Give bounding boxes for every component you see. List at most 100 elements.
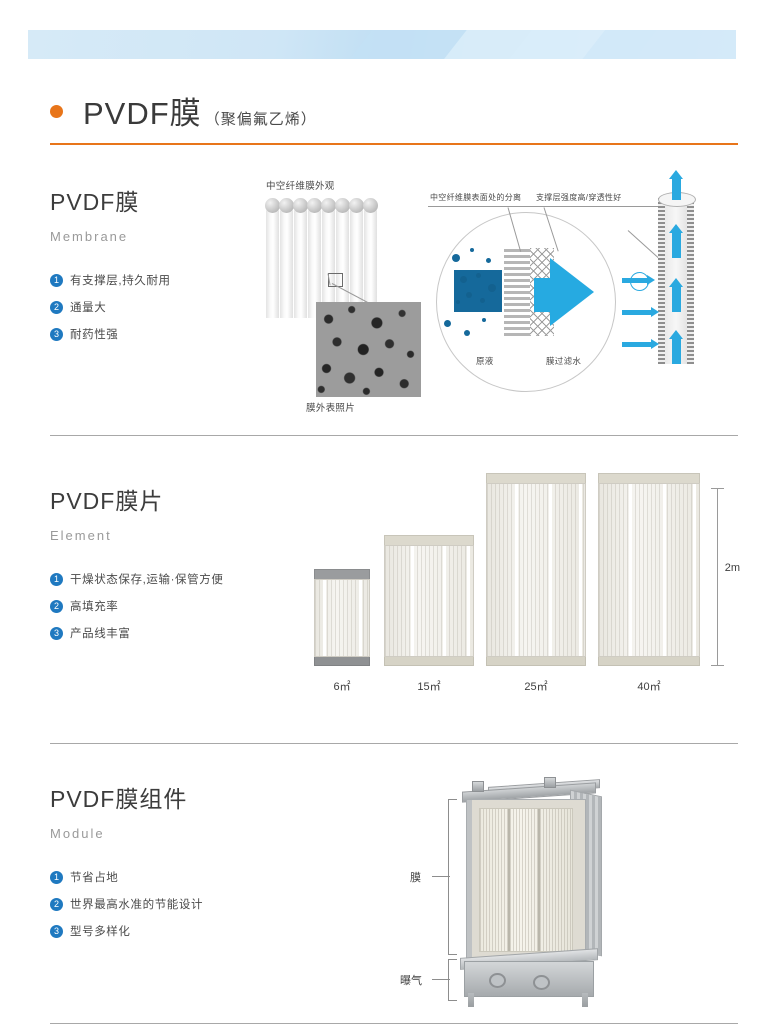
flow-arrow-tail bbox=[534, 278, 554, 312]
section-element-subtitle: Element bbox=[50, 528, 112, 543]
inward-flow-arrow-icon bbox=[622, 307, 659, 317]
title-underline bbox=[50, 143, 738, 145]
feature-item: 1 有支撑层,持久耐用 bbox=[50, 272, 300, 288]
membrane-figure: 中空纤维膜外观 膜外表照片 原液 膜过滤水 中空纤维膜表面处的分离 支撑层强度高… bbox=[258, 170, 758, 420]
element-15m2: 15㎡ bbox=[384, 535, 474, 693]
module-figure: 膜 曝气 bbox=[400, 775, 710, 1020]
separation-circle-diagram bbox=[436, 212, 616, 392]
element-label: 40㎡ bbox=[637, 681, 661, 693]
module-frame bbox=[466, 799, 586, 961]
module-leg bbox=[468, 993, 474, 1007]
feature-item: 3 型号多样化 bbox=[50, 923, 300, 939]
particle-dot bbox=[486, 258, 491, 263]
element-body bbox=[486, 483, 586, 657]
element-label: 6㎡ bbox=[333, 681, 351, 693]
feature-item: 1 干燥状态保存,运输·保管方便 bbox=[50, 571, 300, 587]
feature-label: 型号多样化 bbox=[70, 926, 131, 938]
module-label-aeration: 曝气 bbox=[400, 975, 422, 987]
caption-sem-photo: 膜外表照片 bbox=[306, 403, 356, 414]
feature-badge: 2 bbox=[50, 897, 63, 911]
caption-separation: 中空纤维膜表面处的分离 bbox=[430, 193, 522, 202]
feature-badge: 3 bbox=[50, 924, 63, 938]
feature-badge: 2 bbox=[50, 599, 63, 613]
feature-item: 2 高填充率 bbox=[50, 598, 300, 614]
module-handle bbox=[533, 975, 550, 990]
feature-item: 1 节省占地 bbox=[50, 869, 300, 885]
element-body bbox=[384, 545, 474, 657]
feature-label: 节省占地 bbox=[70, 872, 119, 884]
module-nozzle bbox=[544, 777, 556, 788]
hollow-fiber-bundle-image bbox=[265, 198, 386, 318]
section-element-text: PVDF膜片 Element 1 干燥状态保存,运输·保管方便 2 高填充率 3… bbox=[50, 482, 300, 652]
membrane-bracket-tick bbox=[432, 876, 450, 877]
top-banner bbox=[28, 30, 736, 59]
particle-dot bbox=[482, 318, 486, 322]
feature-item: 3 产品线丰富 bbox=[50, 625, 300, 641]
element-label: 15㎡ bbox=[417, 681, 441, 693]
section-element-title: PVDF膜片 bbox=[50, 488, 164, 514]
feature-badge: 1 bbox=[50, 572, 63, 586]
feature-item: 3 耐药性强 bbox=[50, 326, 300, 342]
feature-label: 干燥状态保存,运输·保管方便 bbox=[70, 574, 224, 586]
element-label: 25㎡ bbox=[524, 681, 548, 693]
feature-badge: 1 bbox=[50, 870, 63, 884]
feature-item: 2 通量大 bbox=[50, 299, 300, 315]
inward-flow-arrow-icon bbox=[622, 339, 659, 349]
section-module-text: PVDF膜组件 Module 1 节省占地 2 世界最高水准的节能设计 3 型号… bbox=[50, 780, 300, 950]
feature-label: 世界最高水准的节能设计 bbox=[70, 899, 204, 911]
fiber-tube-cutaway bbox=[658, 170, 696, 368]
orange-bullet-icon bbox=[50, 105, 63, 118]
element-body bbox=[598, 483, 700, 657]
caption-fiber-appearance: 中空纤维膜外观 bbox=[266, 181, 335, 192]
element-6m2: 6㎡ bbox=[314, 569, 370, 693]
module-membrane-panels bbox=[479, 808, 573, 952]
module-leg bbox=[582, 993, 588, 1007]
module-handle bbox=[489, 973, 506, 988]
feature-label: 高填充率 bbox=[70, 601, 119, 613]
section-divider-1 bbox=[50, 435, 738, 436]
element-foot bbox=[598, 656, 700, 666]
feature-label: 耐药性强 bbox=[70, 329, 119, 341]
feature-badge: 3 bbox=[50, 327, 63, 341]
particle-dot bbox=[452, 254, 460, 262]
element-25m2: 25㎡ bbox=[486, 473, 586, 693]
page-title: PVDF膜 （聚偏氟乙烯） bbox=[50, 88, 317, 133]
up-flow-arrow-icon bbox=[669, 170, 683, 200]
caption-raw-liquid: 原液 bbox=[476, 356, 494, 366]
particle-dot bbox=[464, 330, 470, 336]
tube-wall-right bbox=[687, 198, 694, 364]
feature-label: 通量大 bbox=[70, 302, 107, 314]
caption-underline bbox=[534, 206, 670, 207]
aeration-bracket bbox=[448, 959, 457, 1001]
section-divider-3 bbox=[50, 1023, 738, 1024]
separation-layer bbox=[504, 248, 530, 336]
height-dimension-label: 2m bbox=[720, 560, 744, 576]
membrane-bracket bbox=[448, 799, 457, 955]
particle-dot bbox=[470, 248, 474, 252]
section-module-title: PVDF膜组件 bbox=[50, 786, 188, 812]
feature-label: 产品线丰富 bbox=[70, 628, 131, 640]
section-membrane-title: PVDF膜 bbox=[50, 189, 140, 215]
element-40m2: 40㎡ bbox=[598, 473, 700, 693]
particle-dot bbox=[444, 320, 451, 327]
module-label-membrane: 膜 bbox=[410, 872, 421, 884]
module-photo bbox=[458, 777, 606, 1008]
element-foot bbox=[384, 656, 474, 666]
element-size-comparison-figure: 6㎡ 15㎡ 25㎡ 40㎡ 2m bbox=[300, 473, 744, 708]
caption-underline bbox=[428, 206, 540, 207]
flow-arrow-icon bbox=[550, 258, 594, 326]
caption-support-layer: 支撑层强度高/穿透性好 bbox=[536, 193, 622, 202]
feature-badge: 2 bbox=[50, 300, 63, 314]
section-membrane-subtitle: Membrane bbox=[50, 229, 129, 244]
module-aeration-base bbox=[464, 961, 594, 997]
page-title-main: PVDF膜 bbox=[83, 96, 202, 131]
height-dimension-line bbox=[711, 488, 724, 666]
section-membrane-text: PVDF膜 Membrane 1 有支撑层,持久耐用 2 通量大 3 耐药性强 bbox=[50, 183, 300, 353]
feature-badge: 1 bbox=[50, 273, 63, 287]
feature-label: 有支撑层,持久耐用 bbox=[70, 275, 171, 287]
up-flow-arrow-icon bbox=[669, 278, 683, 312]
element-foot bbox=[314, 656, 370, 666]
element-foot bbox=[486, 656, 586, 666]
raw-liquid-blob bbox=[454, 270, 502, 312]
up-flow-arrow-icon bbox=[669, 224, 683, 258]
